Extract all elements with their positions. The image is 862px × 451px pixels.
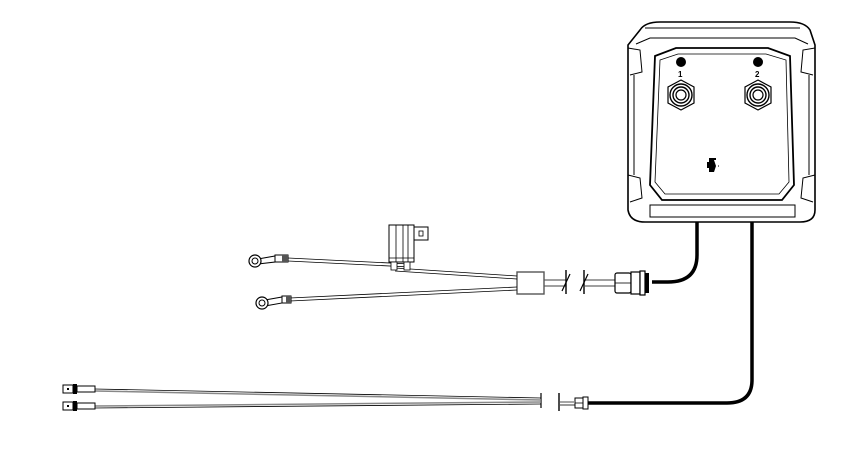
- ring-terminal-icon: [255, 295, 292, 310]
- indicator-led-1: [676, 57, 686, 67]
- port-1-label: 1: [678, 70, 683, 79]
- connector-icon: [614, 270, 649, 296]
- brand-logo-icon: [707, 158, 721, 172]
- signal-harness: [62, 384, 589, 411]
- port-1: 1: [667, 57, 695, 111]
- fuse-holder-icon: [388, 224, 429, 271]
- indicator-led-2: [753, 57, 763, 67]
- control-module: 1 2: [627, 21, 816, 223]
- ring-terminal-icon: [248, 254, 289, 268]
- port-2-label: 2: [755, 70, 760, 79]
- connector-icon: [574, 396, 589, 410]
- spade-terminal-icon: [62, 384, 96, 394]
- cable-break-icon: [561, 270, 589, 294]
- power-harness: [248, 224, 649, 310]
- power-cable: [652, 222, 699, 284]
- spade-terminal-icon: [62, 401, 96, 411]
- signal-cable: [588, 222, 754, 405]
- junction-sleeve: [516, 271, 545, 295]
- port-2: 2: [744, 57, 772, 111]
